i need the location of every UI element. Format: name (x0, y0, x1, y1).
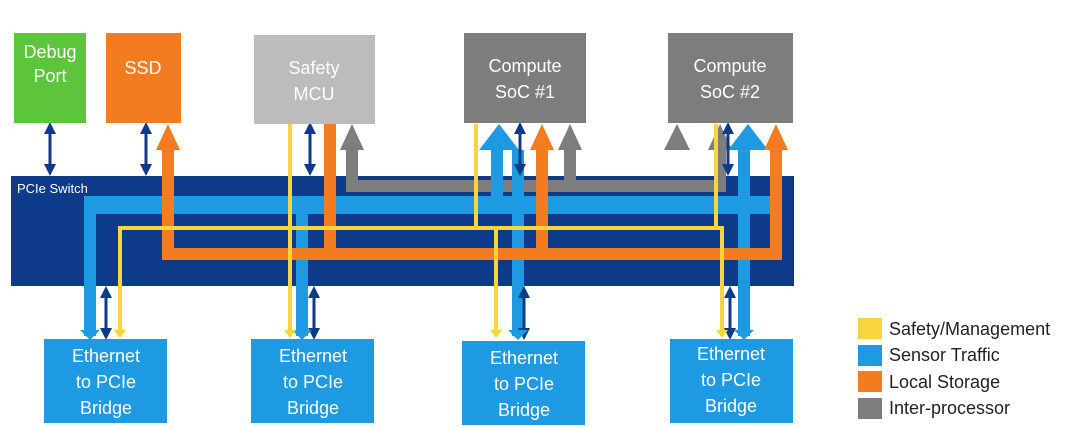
legend-label-safety: Safety/Management (889, 319, 1050, 339)
bridge-1-label-2: to PCIe (76, 372, 136, 392)
bridge-2-label-1: Ethernet (279, 346, 347, 366)
bridge-node-4: Ethernet to PCIe Bridge (670, 339, 793, 423)
ssd-label: SSD (124, 58, 161, 78)
debug-port-label-2: Port (33, 66, 66, 86)
debug-port-node: Debug Port (14, 33, 86, 123)
compute-soc2-node: Compute SoC #2 (668, 33, 793, 123)
bridge-3-label-1: Ethernet (490, 348, 558, 368)
local-storage-path (156, 124, 788, 260)
safety-mcu-label-2: MCU (294, 84, 335, 104)
bridge-1-label-1: Ethernet (72, 346, 140, 366)
bridge-3-label-2: to PCIe (494, 374, 554, 394)
legend-label-storage: Local Storage (889, 372, 1000, 392)
compute-soc2-label-1: Compute (693, 56, 766, 76)
bridge-node-2: Ethernet to PCIe Bridge (251, 339, 374, 423)
bridge-3-label-3: Bridge (498, 400, 550, 420)
bridge-2-label-2: to PCIe (283, 372, 343, 392)
bridge-1-label-3: Bridge (80, 398, 132, 418)
safety-mcu-node: Safety MCU (254, 35, 375, 124)
bridge-node-3: Ethernet to PCIe Bridge (462, 341, 585, 425)
compute-soc2-label-2: SoC #2 (700, 82, 760, 102)
bridge-4-label-1: Ethernet (697, 344, 765, 364)
legend-label-sensor: Sensor Traffic (889, 345, 1000, 365)
legend-swatch-storage (858, 371, 882, 392)
bridge-arrowheads (80, 330, 754, 340)
compute-soc1-node: Compute SoC #1 (464, 33, 586, 123)
bridge-node-1: Ethernet to PCIe Bridge (44, 339, 167, 423)
ssd-node: SSD (106, 33, 181, 123)
legend: Safety/Management Sensor Traffic Local S… (858, 318, 1050, 419)
bridge-4-label-2: to PCIe (701, 370, 761, 390)
legend-swatch-sensor (858, 345, 882, 366)
legend-swatch-interproc (858, 398, 882, 419)
legend-label-interproc: Inter-processor (889, 398, 1010, 418)
compute-soc1-label-1: Compute (488, 56, 561, 76)
safety-mcu-label-1: Safety (288, 58, 339, 78)
bridge-4-label-3: Bridge (705, 396, 757, 416)
bridge-2-label-3: Bridge (287, 398, 339, 418)
pcie-switch-label: PCIe Switch (17, 181, 88, 196)
safety-management-path (118, 124, 724, 334)
control-links (44, 122, 736, 340)
compute-soc1-label-2: SoC #1 (495, 82, 555, 102)
debug-port-label-1: Debug (23, 42, 76, 62)
pcie-switch (11, 176, 794, 286)
legend-swatch-safety (858, 318, 882, 339)
